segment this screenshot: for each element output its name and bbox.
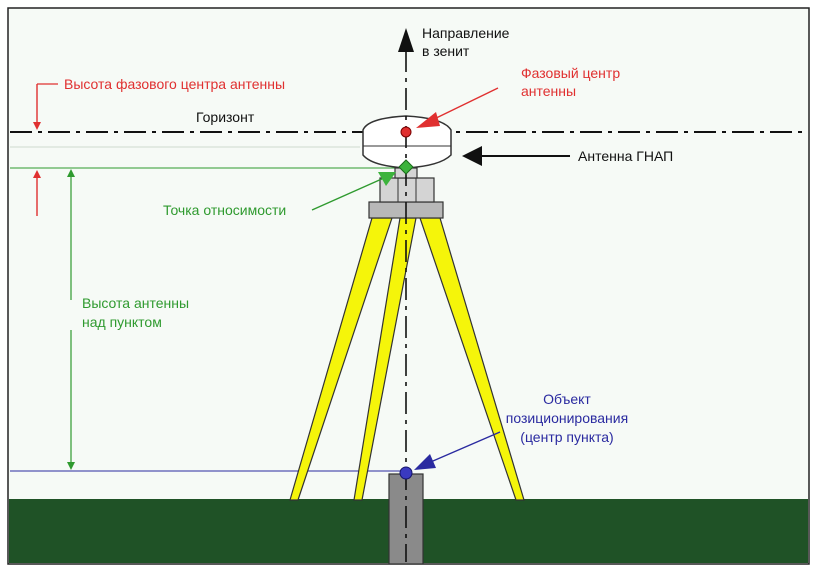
- reference-point-diamond: [398, 159, 414, 175]
- antenna-dome: [362, 115, 452, 169]
- zenith-arrow-head: [398, 28, 414, 52]
- antenna-pointer-head: [462, 146, 482, 166]
- reference-point-label: Точка относимости: [163, 202, 286, 218]
- phase-height-label: Высота фазового центра антенны: [64, 76, 285, 92]
- phase-center-pointer-head: [416, 112, 440, 128]
- object-label-line2: позиционирования: [506, 410, 628, 426]
- tribrach: [379, 177, 435, 203]
- object-pointer-head: [414, 454, 436, 470]
- zenith-label-line1: Направление: [422, 25, 510, 41]
- reference-point-pointer-head: [378, 172, 396, 186]
- horizon-label: Горизонт: [196, 109, 255, 125]
- antenna-label: Антенна ГНАП: [578, 148, 673, 164]
- antenna-height-label-line2: над пунктом: [82, 314, 162, 330]
- zenith-label-line2: в зенит: [422, 43, 470, 59]
- phase-center-point: [400, 126, 412, 138]
- phase-center-label-line2: антенны: [521, 83, 576, 99]
- object-label-line3: (центр пункта): [520, 429, 613, 445]
- phase-center-pointer-line: [427, 87, 499, 123]
- object-label-line1: Объект: [543, 391, 591, 407]
- object-pointer-line: [425, 431, 501, 465]
- antenna-height-label-line1: Высота антенны: [82, 295, 189, 311]
- phase-center-label-line1: Фазовый центр: [521, 65, 620, 81]
- reference-point-pointer-line: [311, 177, 385, 211]
- ground-mark-point: [399, 466, 413, 480]
